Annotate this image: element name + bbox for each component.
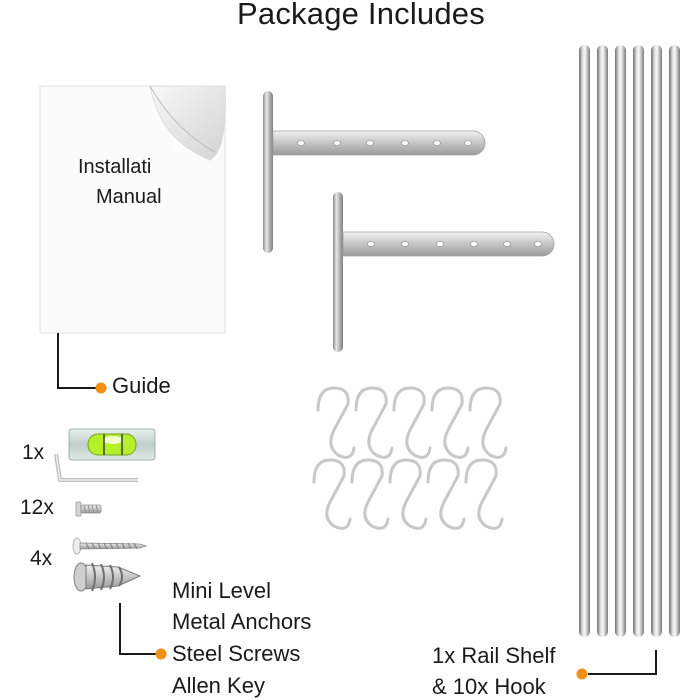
- hardware-item-mini-level: Mini Level: [172, 578, 272, 603]
- hook-label: & 10x Hook: [432, 674, 546, 699]
- qty-anchors: 4x: [30, 547, 53, 570]
- page-title: Package Includes: [237, 0, 485, 31]
- guide-dot: [95, 382, 107, 394]
- hardware-item-allen-key: Allen Key: [172, 673, 265, 698]
- metal-anchor: [73, 562, 142, 592]
- hardware-item-steel-screws: Steel Screws: [172, 641, 301, 666]
- hardware-connector: [119, 603, 156, 655]
- rail-connector: [588, 650, 657, 675]
- shelf-bracket-top: [263, 91, 486, 253]
- qty-screws: 12x: [20, 496, 54, 519]
- guide-connector: [57, 333, 100, 389]
- hardware-dot: [155, 648, 167, 660]
- rail-dot: [576, 668, 588, 680]
- manual-title-line1: Installati: [78, 156, 152, 178]
- manual-title-line2: Manual: [96, 186, 162, 208]
- guide-label: Guide: [112, 373, 171, 398]
- installation-manual: [39, 85, 226, 334]
- qty-level-key: 1x: [22, 441, 45, 464]
- shelf-bracket-bottom: [333, 192, 555, 352]
- small-screw: [75, 501, 102, 517]
- hardware-item-metal-anchors: Metal Anchors: [172, 609, 312, 634]
- long-screw: [72, 537, 148, 555]
- rail-shelf-label: 1x Rail Shelf: [432, 643, 556, 668]
- mini-level: [68, 428, 156, 461]
- rail-rods: [579, 45, 680, 637]
- s-hooks: [312, 386, 508, 530]
